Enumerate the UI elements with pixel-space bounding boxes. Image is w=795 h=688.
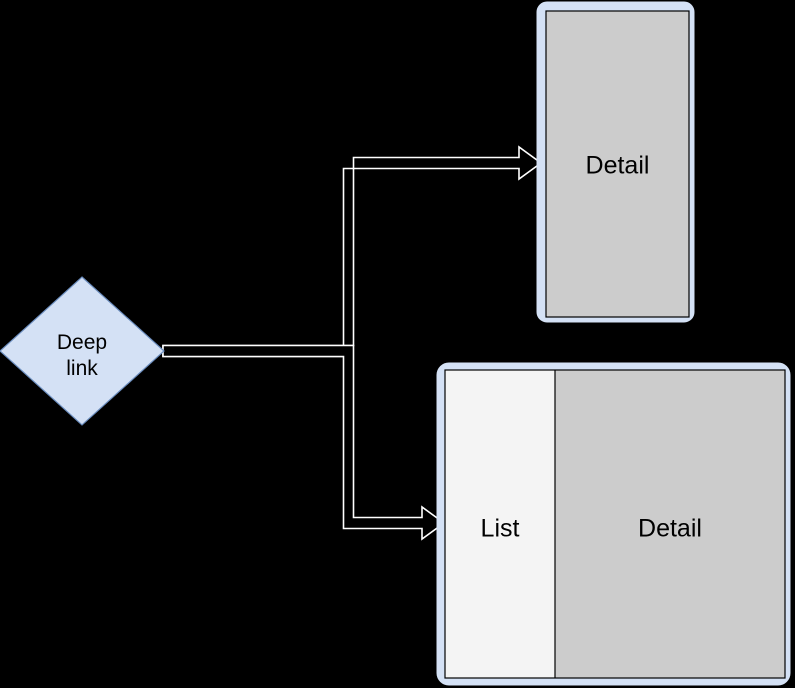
node-list-detail-screen[interactable]: List Detail	[436, 362, 791, 686]
list-pane-background	[445, 370, 555, 678]
detail-screen-label: Detail	[586, 152, 650, 180]
detail-pane-label: Detail	[638, 515, 702, 543]
edge-upper-hollow-path	[162, 145, 543, 358]
edge-deep-link-to-detail[interactable]	[162, 145, 543, 358]
node-deep-link[interactable]: Deep link	[0, 276, 165, 426]
edge-lower-hollow-path	[162, 344, 446, 541]
node-detail-screen[interactable]: Detail	[536, 1, 695, 323]
detail-pane-background	[555, 370, 785, 678]
detail-screen-panel	[545, 10, 690, 318]
deep-link-label-line1: Deep	[57, 331, 107, 354]
edge-deep-link-to-list-detail[interactable]	[162, 344, 446, 541]
deep-link-diamond-shape	[0, 276, 165, 426]
list-detail-panel-border	[444, 369, 786, 679]
deep-link-label-line2: link	[66, 357, 98, 380]
list-pane-label: List	[481, 515, 520, 543]
